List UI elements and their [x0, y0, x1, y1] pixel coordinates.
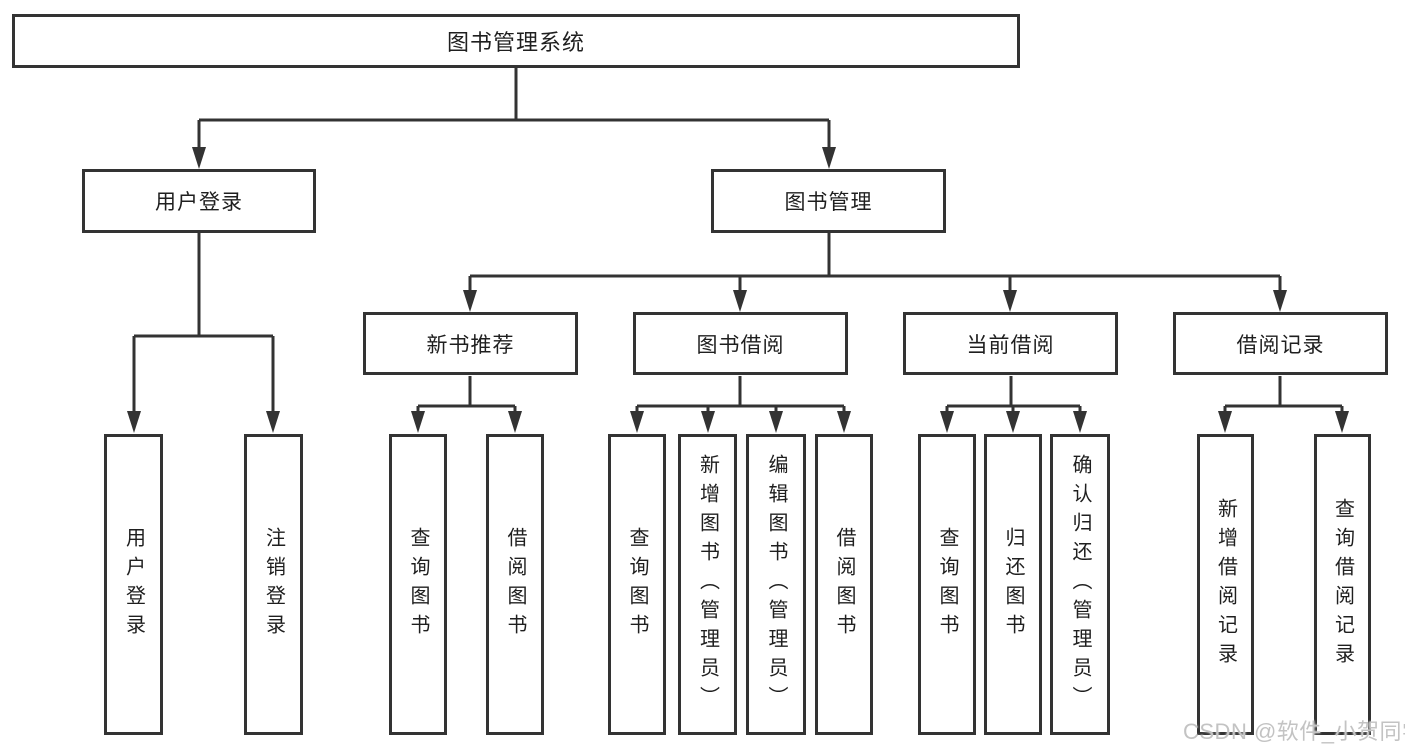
arrow-down-icon	[1273, 290, 1287, 312]
arrow-down-icon	[837, 411, 851, 433]
node-borrowing-records: 借阅记录	[1173, 312, 1388, 375]
leaf-return-book: 归还图书	[984, 434, 1042, 735]
connector-paths	[132, 68, 1344, 414]
arrow-down-icon	[1003, 290, 1017, 312]
arrow-down-icon	[192, 147, 206, 169]
node-book-borrowing: 图书借阅	[633, 312, 848, 375]
csdn-watermark: CSDN @软件_小贺同学	[1183, 719, 1405, 744]
arrow-down-icon	[463, 290, 477, 312]
leaf-query-borrow-record: 查询借阅记录	[1314, 434, 1371, 735]
arrow-down-icon	[769, 411, 783, 433]
node-book-management: 图书管理	[711, 169, 946, 233]
leaf-edit-book-admin: 编辑图书（管理员）	[746, 434, 806, 735]
leaf-add-book-admin: 新增图书（管理员）	[678, 434, 737, 735]
arrow-down-icon	[1006, 411, 1020, 433]
arrow-down-icon	[1218, 411, 1232, 433]
arrow-down-icon	[733, 290, 747, 312]
leaf-borrow-books-borrowing: 借阅图书	[815, 434, 873, 735]
leaf-user-login: 用户登录	[104, 434, 163, 735]
node-current-borrowing: 当前借阅	[903, 312, 1118, 375]
arrow-down-icon	[127, 411, 141, 433]
arrow-down-icon	[1335, 411, 1349, 433]
arrow-down-icon	[411, 411, 425, 433]
arrow-down-icon	[822, 147, 836, 169]
node-new-book-recommend: 新书推荐	[363, 312, 578, 375]
arrow-down-icon	[508, 411, 522, 433]
arrow-down-icon	[1073, 411, 1087, 433]
arrow-down-icon	[266, 411, 280, 433]
node-user-login: 用户登录	[82, 169, 316, 233]
leaf-logout: 注销登录	[244, 434, 303, 735]
leaf-query-books-borrowing: 查询图书	[608, 434, 666, 735]
node-library-management-system: 图书管理系统	[12, 14, 1020, 68]
leaf-add-borrow-record: 新增借阅记录	[1197, 434, 1254, 735]
arrow-down-icon	[630, 411, 644, 433]
leaf-query-books-current: 查询图书	[918, 434, 976, 735]
leaf-query-books-recommend: 查询图书	[389, 434, 447, 735]
arrow-down-icon	[701, 411, 715, 433]
arrow-down-icon	[940, 411, 954, 433]
leaf-borrow-books-recommend: 借阅图书	[486, 434, 544, 735]
leaf-confirm-return-admin: 确认归还（管理员）	[1050, 434, 1110, 735]
arrowhead-icons	[127, 147, 1349, 433]
